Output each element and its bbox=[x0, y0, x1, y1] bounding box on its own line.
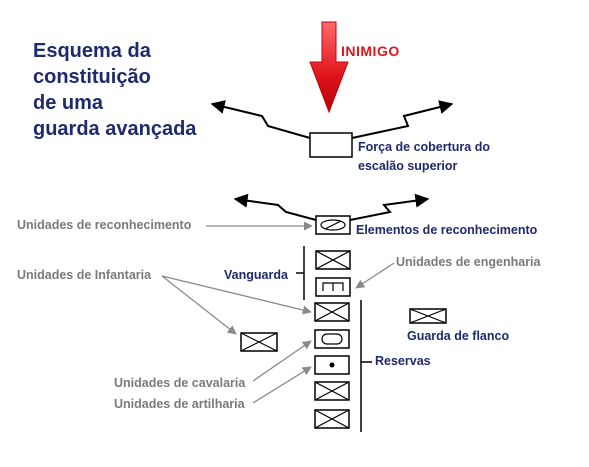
cover-force-right-arrow bbox=[351, 100, 454, 139]
diagram-title-line-3: de uma bbox=[33, 92, 104, 114]
reserve-infantry-box-3 bbox=[314, 409, 350, 429]
reserve-infantry-box-1 bbox=[314, 302, 350, 322]
recon-units-label: Unidades de reconhecimento bbox=[17, 218, 192, 232]
side-infantry-box bbox=[240, 332, 278, 352]
infantry-units-label: Unidades de Infantaria bbox=[17, 268, 152, 282]
reserve-cavalry-box bbox=[314, 329, 350, 349]
reserve-infantry-box-2 bbox=[314, 381, 350, 401]
diagram-title-line-2: constituição bbox=[33, 66, 151, 88]
cover-force-label-line-1: Força de cobertura do bbox=[358, 140, 490, 154]
enemy-label: INIMIGO bbox=[341, 43, 400, 59]
vanguard-label: Vanguarda bbox=[224, 268, 288, 282]
cover-force-box bbox=[309, 132, 353, 158]
pointer-engineering bbox=[355, 262, 395, 289]
pointer-cavalry bbox=[252, 340, 312, 382]
enemy-direction-arrow bbox=[309, 21, 349, 114]
recon-right-arrow bbox=[349, 193, 430, 221]
engineering-units-label: Unidades de engenharia bbox=[396, 255, 541, 269]
cavalry-units-label: Unidades de cavalaria bbox=[114, 376, 246, 390]
flank-guard-label: Guarda de flanco bbox=[407, 329, 510, 343]
flank-guard-box bbox=[409, 308, 447, 324]
vanguard-infantry-box bbox=[315, 250, 351, 270]
reserve-artillery-box bbox=[314, 355, 350, 375]
reserves-label: Reservas bbox=[375, 354, 431, 368]
cover-force-left-arrow bbox=[210, 100, 311, 139]
diagram-title-line-4: guarda avançada bbox=[33, 118, 197, 140]
recon-left-arrow bbox=[233, 193, 317, 221]
engineering-unit-box bbox=[315, 277, 351, 297]
recon-element-symbol bbox=[320, 219, 346, 231]
pointer-infantry-to-reserve bbox=[161, 275, 312, 315]
pointer-artillery bbox=[252, 366, 312, 404]
pointer-infantry-to-side bbox=[161, 275, 237, 335]
diagram-title-line-1: Esquema da bbox=[33, 40, 151, 62]
artillery-units-label: Unidades de artilharia bbox=[114, 397, 245, 411]
recon-elements-label: Elementos de reconhecimento bbox=[356, 223, 538, 237]
cover-force-label-line-2: escalão superior bbox=[358, 159, 458, 173]
